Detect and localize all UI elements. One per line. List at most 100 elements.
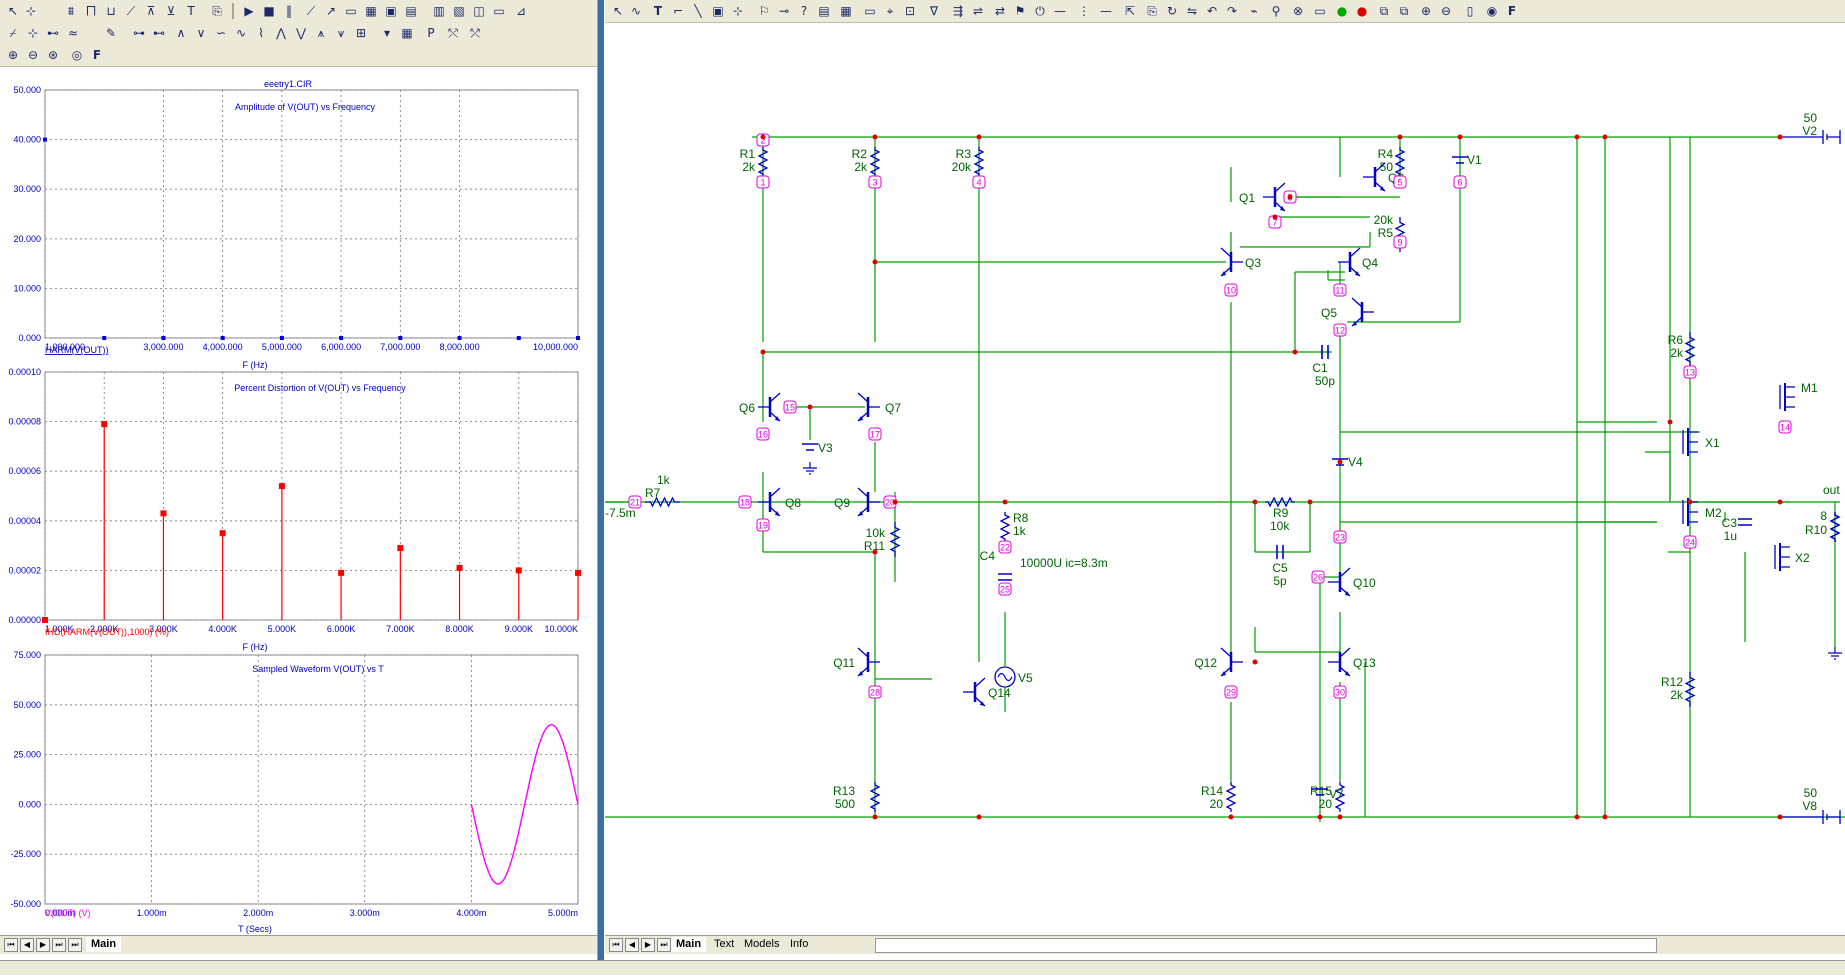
min-icon[interactable]: ⌇: [258, 26, 264, 40]
redo-icon[interactable]: ↷: [1226, 4, 1238, 18]
cursor-mode-icon[interactable]: ⩩: [67, 4, 75, 18]
zoom-fit-icon[interactable]: ⊛: [47, 48, 59, 62]
go-icon[interactable]: ●: [1336, 4, 1348, 18]
flag-icon[interactable]: ⚐: [758, 4, 770, 18]
zoom-out-icon[interactable]: ⊖: [27, 48, 39, 62]
first-page-icon[interactable]: ⏮: [609, 938, 623, 952]
line-icon[interactable]: —: [1054, 4, 1066, 18]
current-icon[interactable]: ⇶: [952, 4, 964, 18]
slope-icon[interactable]: ⟋: [126, 4, 136, 18]
edit-icon[interactable]: ✎: [105, 26, 117, 40]
diagonal-wire-icon[interactable]: ╲: [694, 4, 702, 18]
voltage-icon[interactable]: ⇄: [994, 4, 1006, 18]
prev-page-icon[interactable]: ◀: [20, 938, 34, 952]
high-icon[interactable]: ⊼: [146, 4, 156, 18]
global-low-icon[interactable]: ⩛: [337, 26, 345, 40]
wire-wave-icon[interactable]: ∿: [630, 4, 642, 18]
calc-icon[interactable]: ▤: [818, 4, 830, 18]
probe-icon[interactable]: ⌁: [1250, 4, 1258, 18]
pin-markers-icon[interactable]: ⊡: [904, 4, 916, 18]
power-icon[interactable]: ⇌: [972, 4, 984, 18]
prev-page-icon[interactable]: ◀: [625, 938, 639, 952]
palette-icon[interactable]: ◉: [1486, 4, 1498, 18]
pin-icon[interactable]: ⊸: [778, 4, 790, 18]
dotted-grid-icon[interactable]: ⋮: [1078, 4, 1090, 18]
next-page-icon[interactable]: ▶: [36, 938, 50, 952]
inflection-icon[interactable]: ∽: [215, 26, 227, 40]
cascade-icon[interactable]: ⧉: [1379, 4, 1389, 18]
wave-icon[interactable]: ≈: [67, 26, 79, 40]
tile-icon[interactable]: ⧉: [1399, 4, 1409, 18]
tab-models[interactable]: Models: [744, 938, 780, 950]
cursor-icon[interactable]: ⇱: [1124, 4, 1136, 18]
grid-icon[interactable]: ▦: [365, 4, 377, 18]
zoom-out-icon[interactable]: ⊖: [1440, 4, 1452, 18]
local-min-icon[interactable]: ⋁: [296, 26, 306, 40]
run-icon[interactable]: ▶: [244, 4, 254, 18]
animate-icon[interactable]: ◎: [71, 48, 83, 62]
cursor-right-icon[interactable]: ⊷: [153, 26, 165, 40]
measure-icon[interactable]: ⊹: [27, 26, 39, 40]
binoculars-icon[interactable]: ⊗: [1292, 4, 1304, 18]
window-icon[interactable]: ▣: [385, 4, 397, 18]
last-page-icon[interactable]: ⏭: [657, 938, 671, 952]
page-icon[interactable]: ▯: [1466, 4, 1474, 18]
plots-canvas[interactable]: eeetry1.CIR Amplitude of V(OUT) vs Frequ…: [0, 66, 597, 956]
horizontal-scrollbar[interactable]: [875, 938, 1657, 953]
minimize-icon[interactable]: ▭: [493, 4, 505, 18]
last-page-icon[interactable]: ⏭: [52, 938, 66, 952]
line-tool-icon[interactable]: ⟋: [306, 4, 316, 18]
tile-icon[interactable]: ▧: [453, 4, 465, 18]
find-icon[interactable]: ⚲: [1271, 4, 1281, 18]
font-icon[interactable]: F: [1507, 4, 1517, 18]
line-style-icon[interactable]: —: [1100, 4, 1112, 18]
copy-icon[interactable]: ⎘: [212, 4, 222, 18]
grid-text-icon[interactable]: ▦: [840, 4, 852, 18]
info-icon[interactable]: ▣: [712, 4, 724, 18]
text-tool-icon[interactable]: T: [187, 4, 195, 18]
next-page-icon[interactable]: ▶: [641, 938, 655, 952]
flag-tool-icon[interactable]: ⚑: [1014, 4, 1026, 18]
shape-icon[interactable]: ⊹: [732, 4, 744, 18]
flip-icon[interactable]: ⇋: [1186, 4, 1198, 18]
wire-icon[interactable]: ⌐: [672, 4, 684, 18]
fit-icon[interactable]: ⊷: [47, 26, 59, 40]
plot-tab-main[interactable]: Main: [86, 937, 122, 952]
zoom-in-icon[interactable]: ⊕: [7, 48, 19, 62]
vertical-tag-icon[interactable]: ⤱: [470, 26, 480, 40]
text-icon[interactable]: T: [653, 4, 663, 18]
table-icon[interactable]: ▥: [433, 4, 445, 18]
arrow-tool-icon[interactable]: ↗: [325, 4, 337, 18]
tab-text[interactable]: Text: [714, 938, 735, 950]
rectangle-icon[interactable]: ▭: [345, 4, 357, 18]
properties-icon[interactable]: ▤: [405, 4, 417, 18]
window-divider[interactable]: [598, 0, 604, 974]
table-icon-2[interactable]: ▦: [401, 26, 413, 40]
pause-icon[interactable]: ‖: [286, 4, 292, 18]
undo-icon[interactable]: ↶: [1206, 4, 1218, 18]
tab-main[interactable]: Main: [671, 937, 707, 952]
settings-icon[interactable]: ⊿: [515, 4, 527, 18]
on-icon[interactable]: ⏻: [1035, 4, 1045, 18]
point-tag-icon[interactable]: P: [427, 26, 435, 40]
select-arrow-icon[interactable]: ↖: [7, 4, 19, 18]
cursor-left-icon[interactable]: ⊶: [133, 26, 145, 40]
local-max-icon[interactable]: ⋀: [276, 26, 286, 40]
end-icon[interactable]: ⏭: [68, 938, 82, 952]
schematic-canvas[interactable]: R12kR22kR320kR45020kR5R62k1kR710kR11R81k…: [605, 22, 1845, 937]
peak-next-icon[interactable]: ∧: [176, 26, 186, 40]
tag-text-icon[interactable]: ▭: [864, 4, 876, 18]
copy-icon[interactable]: ⎘: [1147, 4, 1157, 18]
stop-icon[interactable]: ■: [263, 4, 275, 18]
label-tool-icon[interactable]: ⌿: [9, 26, 17, 40]
tab-info[interactable]: Info: [790, 938, 809, 950]
peak-icon[interactable]: ⨅: [86, 4, 96, 18]
monitor-icon[interactable]: ▭: [1314, 4, 1326, 18]
font-icon[interactable]: F: [92, 48, 102, 62]
node-numbers-icon[interactable]: ⌖: [886, 4, 894, 18]
horizontal-tag-icon[interactable]: ⤲: [448, 26, 458, 40]
dropdown-icon[interactable]: ▾: [383, 26, 391, 40]
rotate-icon[interactable]: ↻: [1166, 4, 1178, 18]
first-page-icon[interactable]: ⏮: [4, 938, 18, 952]
tag-icon[interactable]: ⊞: [355, 26, 367, 40]
